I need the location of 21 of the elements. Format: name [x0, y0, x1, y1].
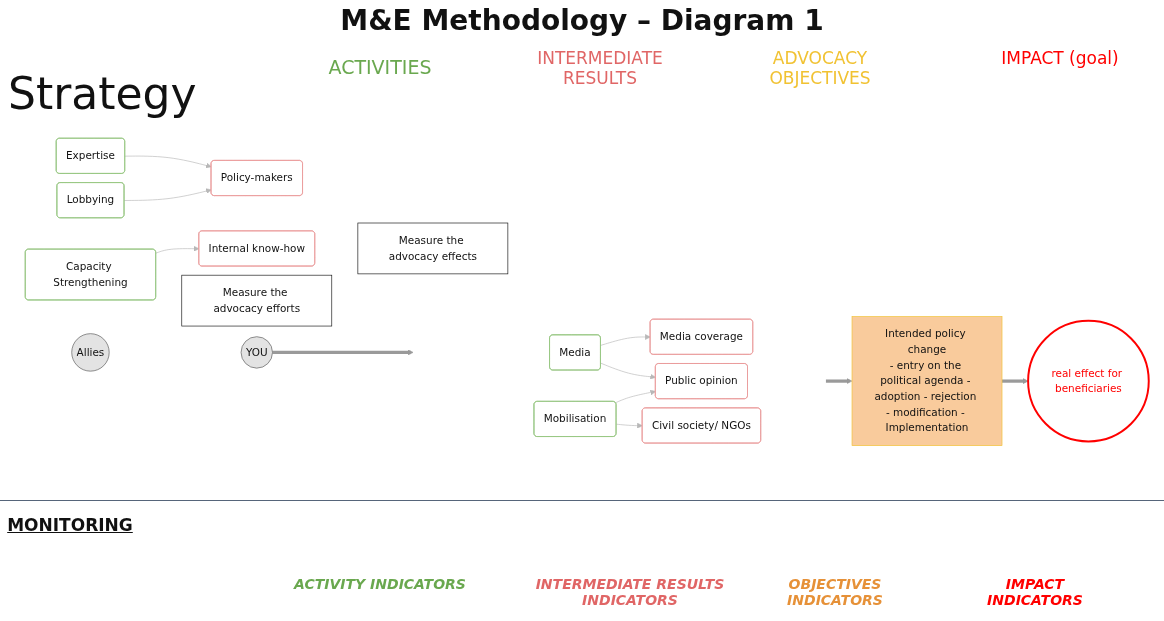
node-box [851, 316, 1003, 447]
indicator-label: OBJECTIVES INDICATORS [786, 576, 884, 608]
node-circle [240, 336, 273, 369]
indicator-label: INTERMEDIATE RESULTS INDICATORS [534, 576, 726, 608]
node-circle [1027, 319, 1150, 443]
strategy-heading: Strategy [8, 68, 198, 119]
arrow [825, 378, 853, 384]
indicator-label: ACTIVITY INDICATORS [292, 576, 467, 592]
arrow [1002, 378, 1029, 384]
diagram-title: M&E Methodology – Diagram 1 [339, 4, 825, 37]
indicator-label: IMPACT INDICATORS [986, 576, 1084, 608]
node-circle [71, 333, 110, 372]
flowchart-diagram: Allies YOU Expertise Lobbying Media Mobilisation Capacity Strengthening Policy-makers Media coverage Public opinion Civil society/ NGOs Internal know-how Intended policy change - entry on the political agenda - adoption - rejection - modification - Implementation real effect for beneficiaries Measure the advocacy efforts Measure the advocacy effects [20, 133, 1154, 451]
node-box [357, 222, 509, 275]
node-box [181, 274, 333, 327]
arrow [272, 349, 414, 356]
column-heading: INTERMEDIATE RESULTS [536, 48, 664, 88]
column-heading: ACTIVITIES [327, 56, 433, 78]
column-heading: IMPACT (goal) [1000, 48, 1120, 68]
section-heading: MONITORING [6, 515, 134, 535]
column-heading: ADVOCACY OBJECTIVES [768, 48, 872, 88]
